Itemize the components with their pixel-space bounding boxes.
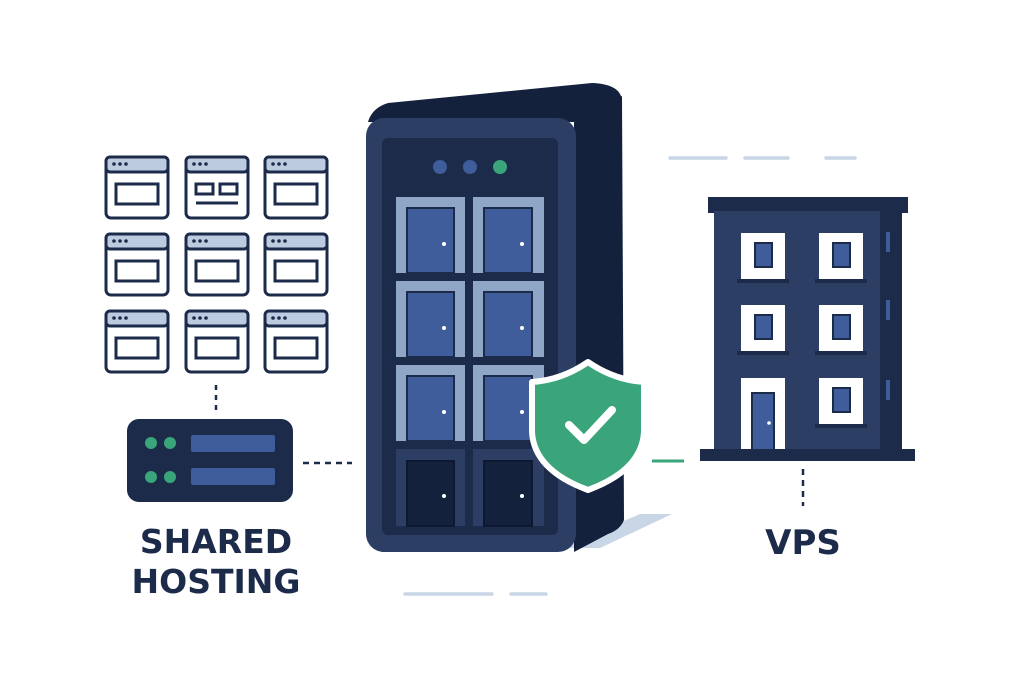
shared-hosting-label-line1: SHARED xyxy=(140,522,292,561)
server-tower xyxy=(366,83,672,552)
vps-label: VPS xyxy=(765,523,841,563)
decorative-dashes xyxy=(403,156,857,596)
browser-window-icon xyxy=(104,155,170,220)
browser-window-icon xyxy=(263,309,329,374)
browser-window-icon xyxy=(263,155,329,220)
website-grid xyxy=(104,155,329,374)
browser-window-icon xyxy=(184,309,250,374)
browser-window-icon xyxy=(104,232,170,297)
browser-window-icon xyxy=(104,309,170,374)
browser-window-icon xyxy=(263,232,329,297)
shared-hosting-label-line2: HOSTING xyxy=(132,562,301,601)
building-icon xyxy=(700,197,915,461)
shield-check-icon xyxy=(529,359,647,493)
browser-window-icon xyxy=(184,232,250,297)
server-unit-icon xyxy=(127,419,293,502)
browser-window-icon xyxy=(184,155,250,220)
